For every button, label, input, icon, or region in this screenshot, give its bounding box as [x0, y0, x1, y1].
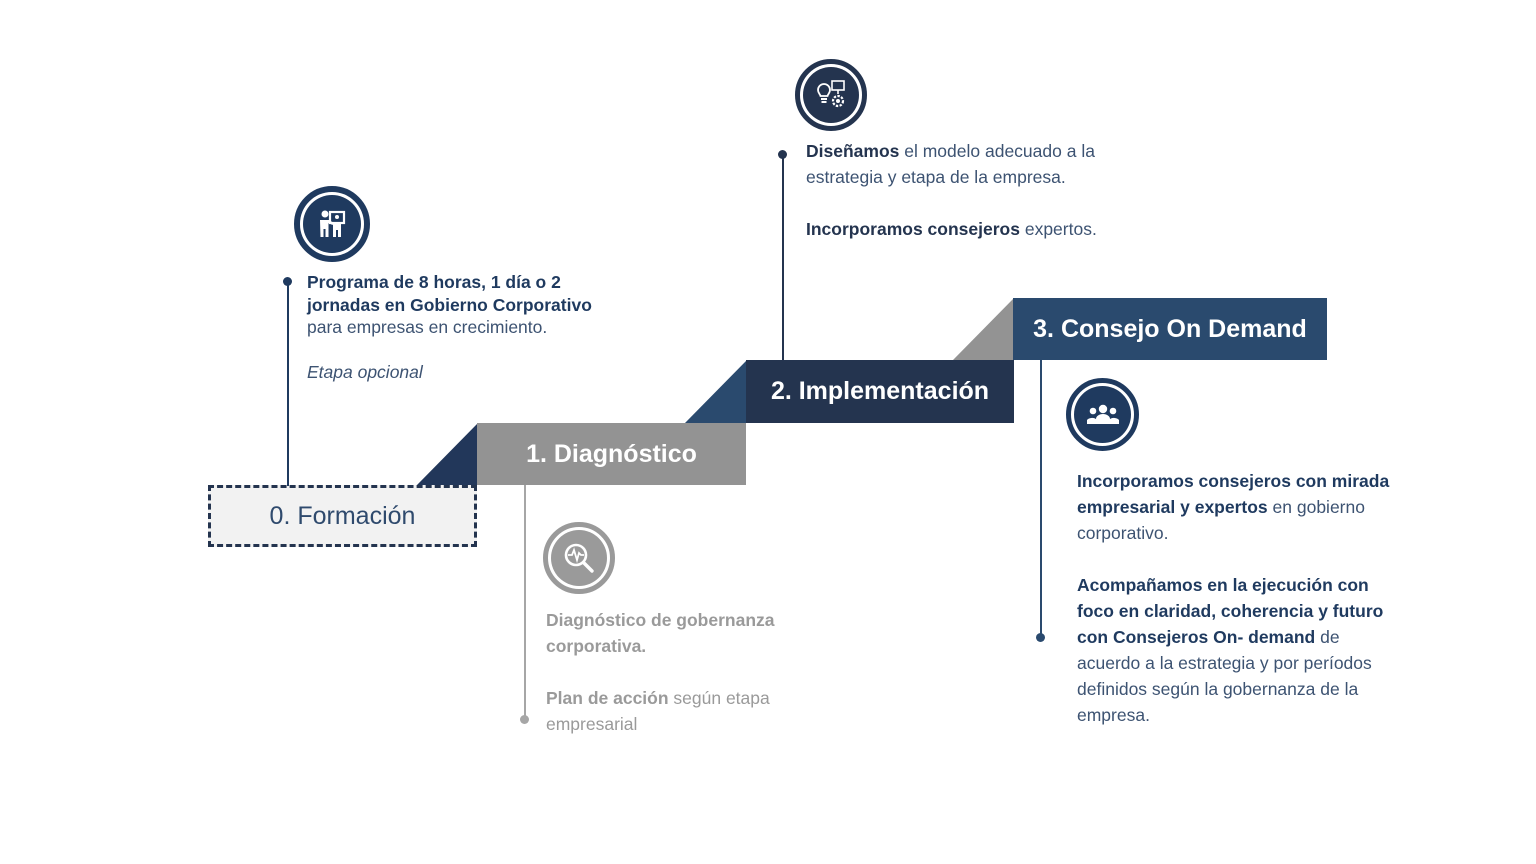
- magnifier-pulse-icon: [543, 522, 615, 594]
- consejo-description: Incorporamos consejeros con mirada empre…: [1077, 468, 1399, 728]
- consejo-p1-rest: en gobierno corporativo.: [1077, 497, 1365, 543]
- step-implementacion: 2. Implementación: [746, 360, 1014, 423]
- timeline-line-implementacion: [782, 155, 784, 361]
- step-consejo-label: 3. Consejo On Demand: [1033, 314, 1307, 343]
- timeline-dot-diagnostico: [520, 715, 529, 724]
- step-formacion-label: 0. Formación: [269, 501, 416, 530]
- formacion-rest: para empresas en crecimiento.: [307, 317, 548, 337]
- step-implementacion-label: 2. Implementación: [770, 377, 990, 405]
- consejo-p1-bold: Incorporamos consejeros con mirada empre…: [1077, 471, 1390, 517]
- diagnostico-description: Diagnóstico de gobernanza corporativa. P…: [546, 607, 806, 737]
- step-consejo: 3. Consejo On Demand: [1013, 298, 1327, 360]
- step-diagnostico: 1. Diagnóstico: [477, 423, 746, 485]
- step-formacion: 0. Formación: [208, 485, 477, 547]
- diagnostico-p1: Diagnóstico de gobernanza corporativa.: [546, 610, 775, 656]
- stair-connector-3: [953, 298, 1014, 360]
- timeline-dot-implementacion: [778, 150, 787, 159]
- formacion-bold: Programa de 8 horas, 1 día o 2 jornadas …: [307, 272, 592, 315]
- formacion-optional: Etapa opcional: [307, 361, 423, 382]
- timeline-line-formacion: [287, 282, 289, 486]
- timeline-dot-formacion: [283, 277, 292, 286]
- lightbulb-gear-icon: [795, 59, 867, 131]
- implementacion-description: Diseñamos el modelo adecuado a la estrat…: [806, 138, 1106, 242]
- implementacion-p2-rest: expertos.: [1019, 219, 1097, 239]
- formacion-description: Programa de 8 horas, 1 día o 2 jornadas …: [307, 271, 597, 383]
- timeline-dot-consejo: [1036, 633, 1045, 642]
- timeline-line-consejo: [1040, 360, 1042, 636]
- consejo-p2-bold: Acompañamos en la ejecución con foco en …: [1077, 575, 1384, 647]
- consejo-p2-rest: de acuerdo a la estrategia y por período…: [1077, 627, 1372, 725]
- step-diagnostico-label: 1. Diagnóstico: [526, 439, 697, 468]
- implementacion-p1-rest: el modelo adecuado a la estrategia y eta…: [806, 141, 1095, 187]
- implementacion-p1-bold: Diseñamos: [806, 141, 900, 161]
- diagnostico-p2-bold: Plan de acción: [546, 688, 669, 708]
- stair-connector-1: [417, 424, 477, 485]
- diagnostico-p2-rest: según etapa empresarial: [546, 688, 770, 734]
- stair-connector-2: [685, 361, 746, 423]
- team-group-icon: [1066, 378, 1139, 451]
- presenter-board-icon: [294, 186, 370, 262]
- timeline-line-diagnostico: [524, 485, 526, 720]
- implementacion-p2-bold: Incorporamos consejeros: [806, 219, 1020, 239]
